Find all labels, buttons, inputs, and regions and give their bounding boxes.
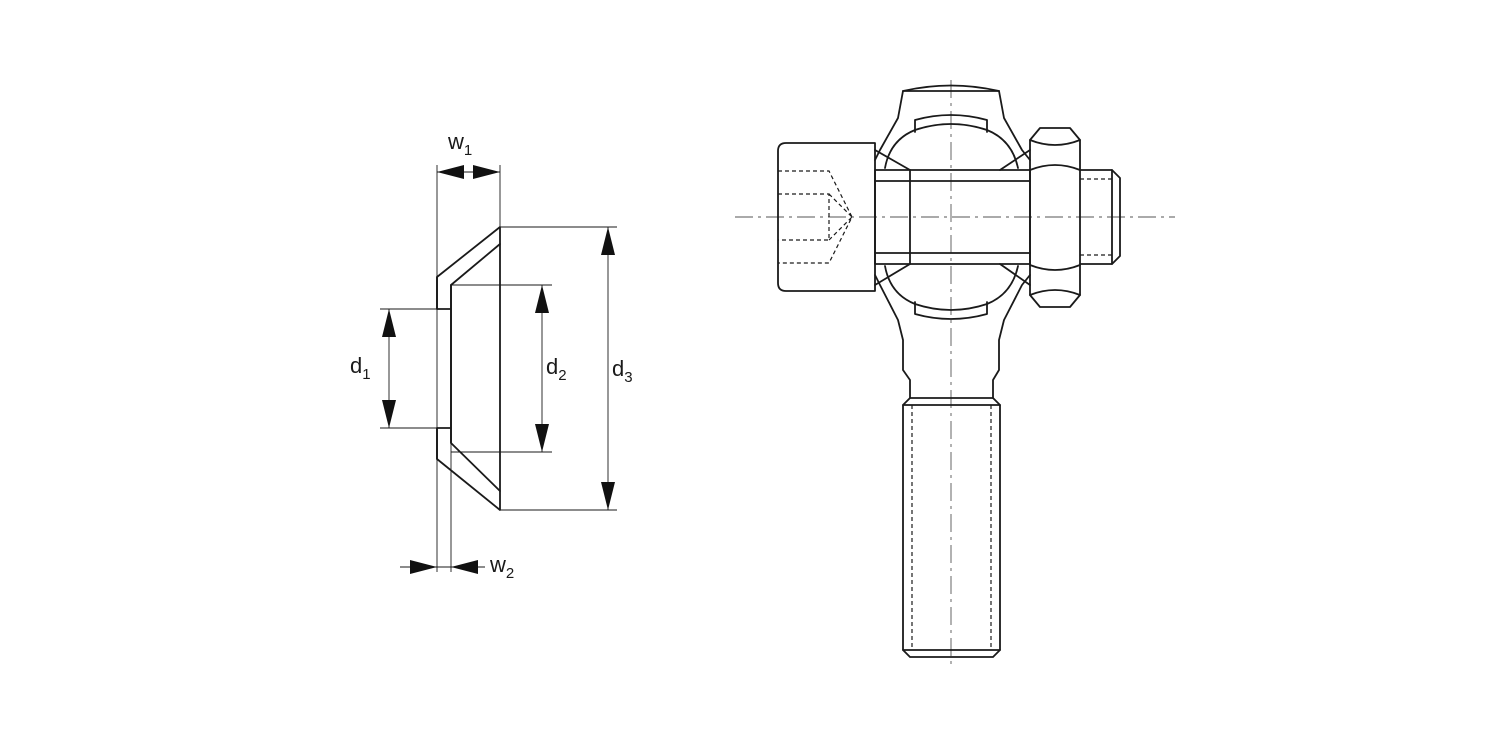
label-w2: w2 (489, 552, 514, 582)
arrow-icon (473, 165, 500, 179)
dimension-d2: d2 (535, 285, 567, 452)
clevis-block (777, 142, 876, 292)
arrow-icon (382, 400, 396, 428)
arrow-icon (535, 424, 549, 452)
arrow-icon (535, 285, 549, 313)
dimension-w1: w1 (437, 129, 500, 179)
washer-section (436, 226, 501, 511)
stud-end (1079, 169, 1121, 265)
extension-lines (380, 165, 617, 572)
label-w1: w1 (447, 129, 472, 159)
hex-nut (1029, 127, 1081, 308)
arrow-icon (451, 560, 478, 574)
dimension-d1: d1 (350, 309, 396, 428)
label-d1: d1 (350, 353, 371, 383)
arrow-icon (601, 227, 615, 255)
dimension-w2: w2 (400, 552, 514, 582)
label-d2: d2 (546, 354, 567, 384)
washer-outline (436, 226, 501, 511)
threaded-shank (902, 397, 1001, 658)
dimension-d3: d3 (601, 227, 633, 510)
label-d3: d3 (612, 356, 633, 386)
rod-end-assembly (735, 80, 1175, 668)
housing-eye (874, 84, 1031, 399)
arrow-icon (601, 482, 615, 510)
arrow-icon (437, 165, 464, 179)
arrow-icon (382, 309, 396, 337)
arrow-icon (410, 560, 437, 574)
